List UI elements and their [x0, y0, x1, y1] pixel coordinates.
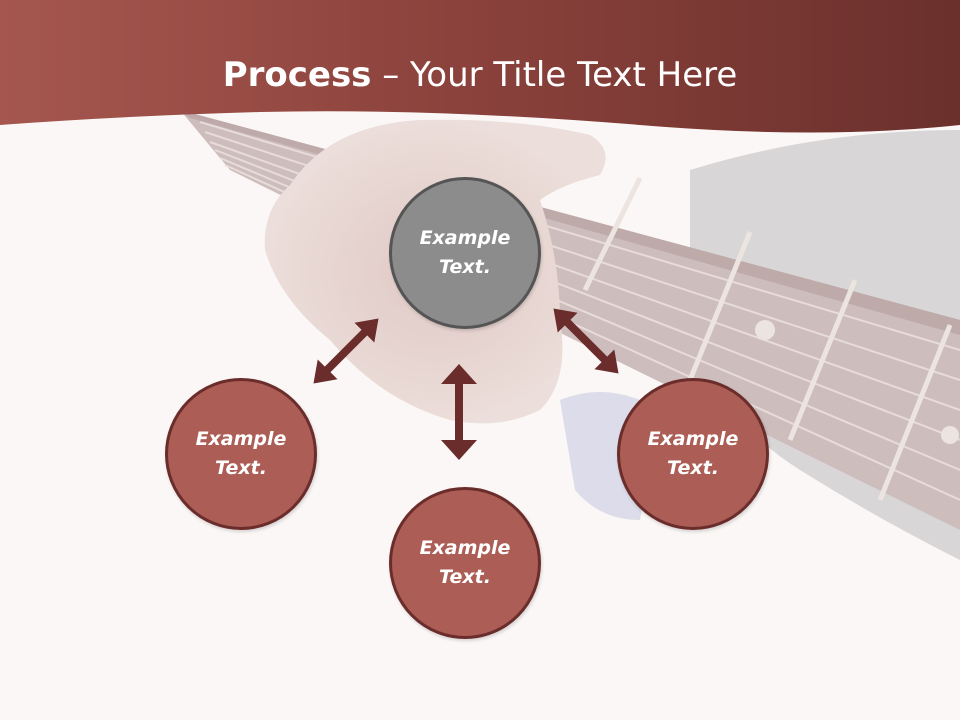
center-node: Example Text. [389, 177, 541, 329]
center-node-text: Example Text. [419, 227, 511, 278]
title-rest: – Your Title Text Here [371, 55, 738, 95]
slide-title: Process – Your Title Text Here [0, 52, 960, 98]
left-node: Example Text. [165, 378, 317, 530]
right-node-text: Example Text. [647, 428, 739, 479]
title-bold: Process [222, 55, 372, 95]
bottom-node: Example Text. [389, 487, 541, 639]
right-node: Example Text. [617, 378, 769, 530]
bottom-node-text: Example Text. [419, 537, 511, 588]
left-node-text: Example Text. [195, 428, 287, 479]
